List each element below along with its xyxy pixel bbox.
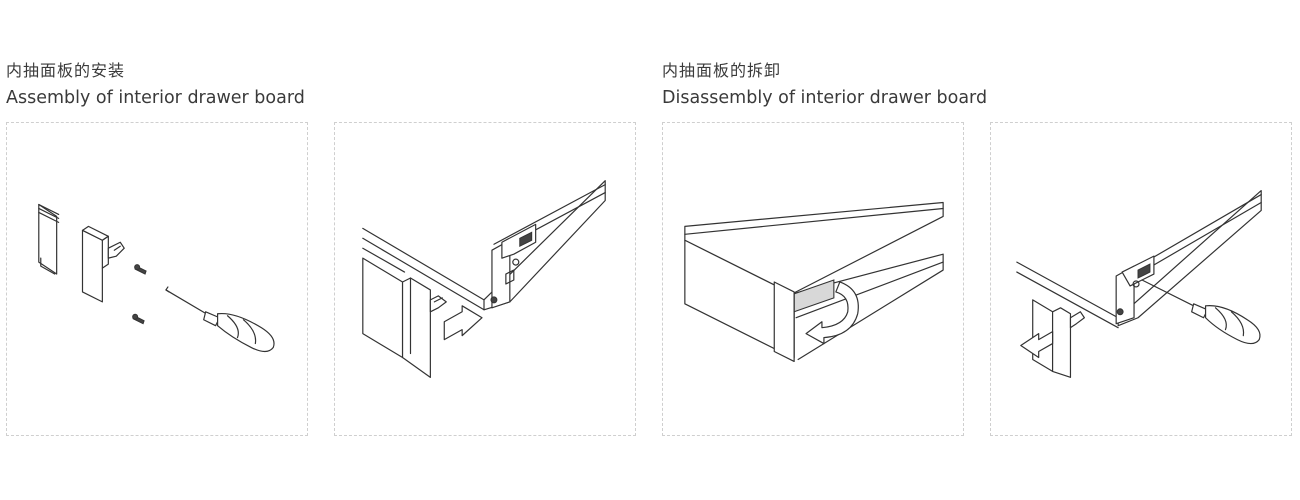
disassembly-remove-illustration (1016, 189, 1262, 378)
assembly-heading: 内抽面板的安装 Assembly of interior drawer boar… (6, 60, 305, 110)
assembly-title-zh: 内抽面板的安装 (6, 61, 126, 80)
assembly-step-2-panel (334, 122, 636, 436)
drawer-side-icon (362, 180, 606, 311)
drawer-side-icon (1016, 189, 1262, 329)
drawer-board-icon (362, 257, 447, 378)
disassembly-step-1-panel (662, 122, 964, 436)
rotate-arrow-icon (805, 281, 859, 345)
assembly-title-en: Assembly of interior drawer board (6, 88, 305, 108)
assembly-step-1-panel (6, 122, 308, 436)
assembly-insert-illustration (362, 180, 606, 378)
drawer-board-icon (81, 225, 125, 303)
disassembly-title-en: Disassembly of interior drawer board (662, 88, 988, 108)
disassembly-step-2-panel (990, 122, 1292, 436)
arrow-left-icon (1020, 331, 1054, 359)
drawer-side-icon (684, 201, 944, 361)
disassembly-title-zh: 内抽面板的拆卸 (662, 61, 782, 80)
screw-icon (132, 313, 145, 325)
disassembly-release-illustration (684, 201, 944, 363)
assembly-parts-illustration (38, 203, 275, 353)
arrow-right-icon (443, 305, 483, 341)
screw-icon (134, 264, 147, 275)
screwdriver-icon (165, 286, 275, 353)
disassembly-heading: 内抽面板的拆卸 Disassembly of interior drawer b… (662, 60, 987, 110)
rail-profile-icon (38, 203, 60, 275)
drawer-board-icon (773, 279, 835, 363)
screwdriver-icon (1141, 279, 1261, 345)
